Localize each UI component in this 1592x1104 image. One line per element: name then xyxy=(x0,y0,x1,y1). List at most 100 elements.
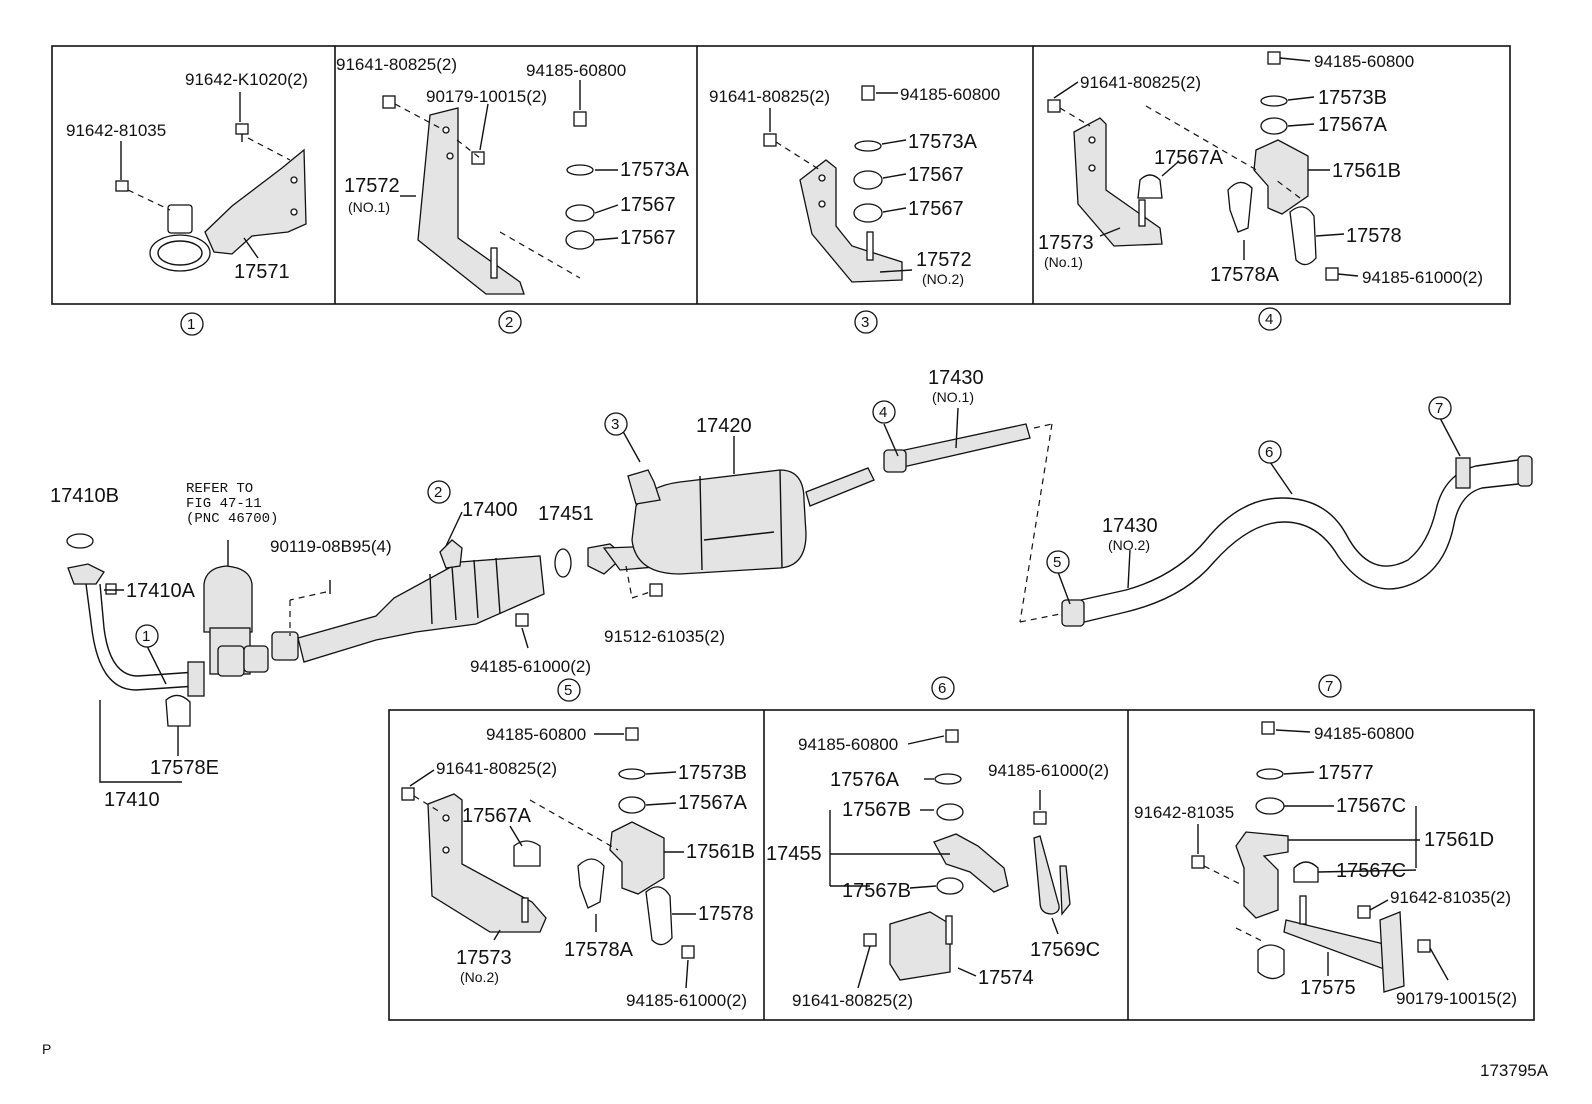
bolt-icon xyxy=(115,123,249,192)
label: 94185-61000(2) xyxy=(1362,268,1483,287)
label: (NO.2) xyxy=(1108,537,1150,553)
bottom-panel-frames xyxy=(388,709,1535,1021)
bracket-17573-no2 xyxy=(427,793,547,933)
label: 94185-60800 xyxy=(900,85,1000,104)
label: (NO.2) xyxy=(922,271,964,287)
label: 91641-80825(2) xyxy=(709,87,830,106)
label: 90179-10015(2) xyxy=(426,87,547,106)
label: (NO.1) xyxy=(348,199,390,215)
label: 17573B xyxy=(678,762,747,784)
callout-number: 1 xyxy=(142,628,150,645)
panel-7: 94185-60800 17577 91642-81035 17567C 175… xyxy=(1134,721,1517,1008)
label: 17567 xyxy=(620,227,676,249)
label: (No.1) xyxy=(1044,254,1083,270)
clamp-bracket-17571 xyxy=(149,148,307,272)
cushion-icon xyxy=(618,796,646,814)
label: 17400 xyxy=(462,499,518,521)
bolt-icon xyxy=(1357,905,1371,919)
label: 91641-80825(2) xyxy=(436,759,557,778)
refer-note-line: REFER TO xyxy=(186,481,253,497)
label: 91642-81035 xyxy=(1134,803,1234,822)
label: 17569C xyxy=(1030,939,1100,961)
nut-icon xyxy=(1261,721,1275,735)
label: 17567A xyxy=(1318,114,1388,136)
washer-icon xyxy=(1256,768,1284,780)
label: 17561D xyxy=(1424,829,1494,851)
bracket-17572-no1 xyxy=(417,107,525,295)
cushion-icon xyxy=(513,840,541,867)
front-pipe-17410 xyxy=(66,533,205,727)
label: 17574 xyxy=(978,967,1034,989)
support-17455 xyxy=(933,833,1009,893)
clamp-17578 xyxy=(1289,206,1317,266)
label: 17572 xyxy=(344,175,400,197)
label: 17567B xyxy=(842,799,911,821)
bolt-icon xyxy=(763,133,777,147)
label: 17578 xyxy=(1346,225,1402,247)
callout-number: 5 xyxy=(564,682,572,699)
label: 17567 xyxy=(908,164,964,186)
label: 17410B xyxy=(50,485,119,507)
callout-number: 6 xyxy=(1265,444,1273,461)
label: 94185-60800 xyxy=(526,61,626,80)
bracket-17572-no2 xyxy=(799,159,903,283)
label: 17430 xyxy=(1102,515,1158,537)
callout-number: 5 xyxy=(1053,554,1061,571)
callout-number: 7 xyxy=(1435,400,1443,417)
callout-number: 1 xyxy=(187,316,195,333)
label: 17561B xyxy=(686,841,755,863)
callout-number: 6 xyxy=(938,680,946,697)
label: (No.2) xyxy=(460,969,499,985)
corner-mark: P xyxy=(42,1041,51,1057)
label: 17410A xyxy=(126,580,196,602)
label: 94185-60800 xyxy=(798,735,898,754)
bolt-icon xyxy=(401,787,415,801)
label: 91642-81035(2) xyxy=(1390,888,1511,907)
bolt-icon xyxy=(382,95,396,109)
label: 17578A xyxy=(1210,264,1280,286)
label: 91641-80825(2) xyxy=(336,55,457,74)
label: 17578E xyxy=(150,757,219,779)
panel-1: 91642-K1020(2) 91642-81035 17571 xyxy=(66,70,308,283)
tail-pipe-17430-no1 xyxy=(883,423,1031,473)
label: 17573B xyxy=(1318,87,1387,109)
clamp-17578a xyxy=(577,858,605,909)
muffler-17420 xyxy=(587,467,875,599)
clamp-17578e xyxy=(165,694,191,727)
panel-6: 94185-60800 17576A 94185-61000(2) 17567B… xyxy=(766,729,1109,1010)
bolt-icon xyxy=(1047,99,1061,113)
refer-note-line: FIG 47-11 xyxy=(186,496,262,512)
label: 91642-K1020(2) xyxy=(185,70,308,89)
panel-4: 91641-80825(2) 94185-60800 17573B 17567A… xyxy=(1038,51,1483,287)
image-code: 173795A xyxy=(1480,1061,1549,1080)
bolt-icon xyxy=(649,583,663,597)
bolt-icon xyxy=(1417,939,1431,953)
callout-number: 4 xyxy=(1265,311,1273,328)
nut-icon xyxy=(105,583,117,595)
washer-icon xyxy=(618,768,646,780)
hanger-17569c xyxy=(1033,835,1060,915)
nut-icon xyxy=(1267,51,1281,65)
cushion-icon xyxy=(565,204,595,250)
nut-icon xyxy=(945,729,959,743)
cushion-icon xyxy=(1293,861,1319,883)
panel-2: 91641-80825(2) 90179-10015(2) 94185-6080… xyxy=(336,55,690,295)
label: 94185-60800 xyxy=(486,725,586,744)
washer-icon xyxy=(854,140,882,152)
label: 17561B xyxy=(1332,160,1401,182)
converter-17400 xyxy=(271,539,572,663)
nut-icon xyxy=(1325,267,1339,281)
cushion-icon xyxy=(1137,174,1163,199)
gasket-17410b xyxy=(66,533,94,549)
tail-pipe-17430-no2 xyxy=(1061,455,1533,627)
label: 17576A xyxy=(830,769,900,791)
cushion-icon xyxy=(936,877,964,895)
label: 17567A xyxy=(1154,147,1224,169)
callout-number: 7 xyxy=(1325,678,1333,695)
nut-icon xyxy=(515,613,529,627)
label: 17451 xyxy=(538,503,594,525)
bolt-icon xyxy=(1191,855,1205,869)
callout-number: 3 xyxy=(611,416,619,433)
callout-numbers-top: 1 2 3 4 xyxy=(180,307,1282,336)
